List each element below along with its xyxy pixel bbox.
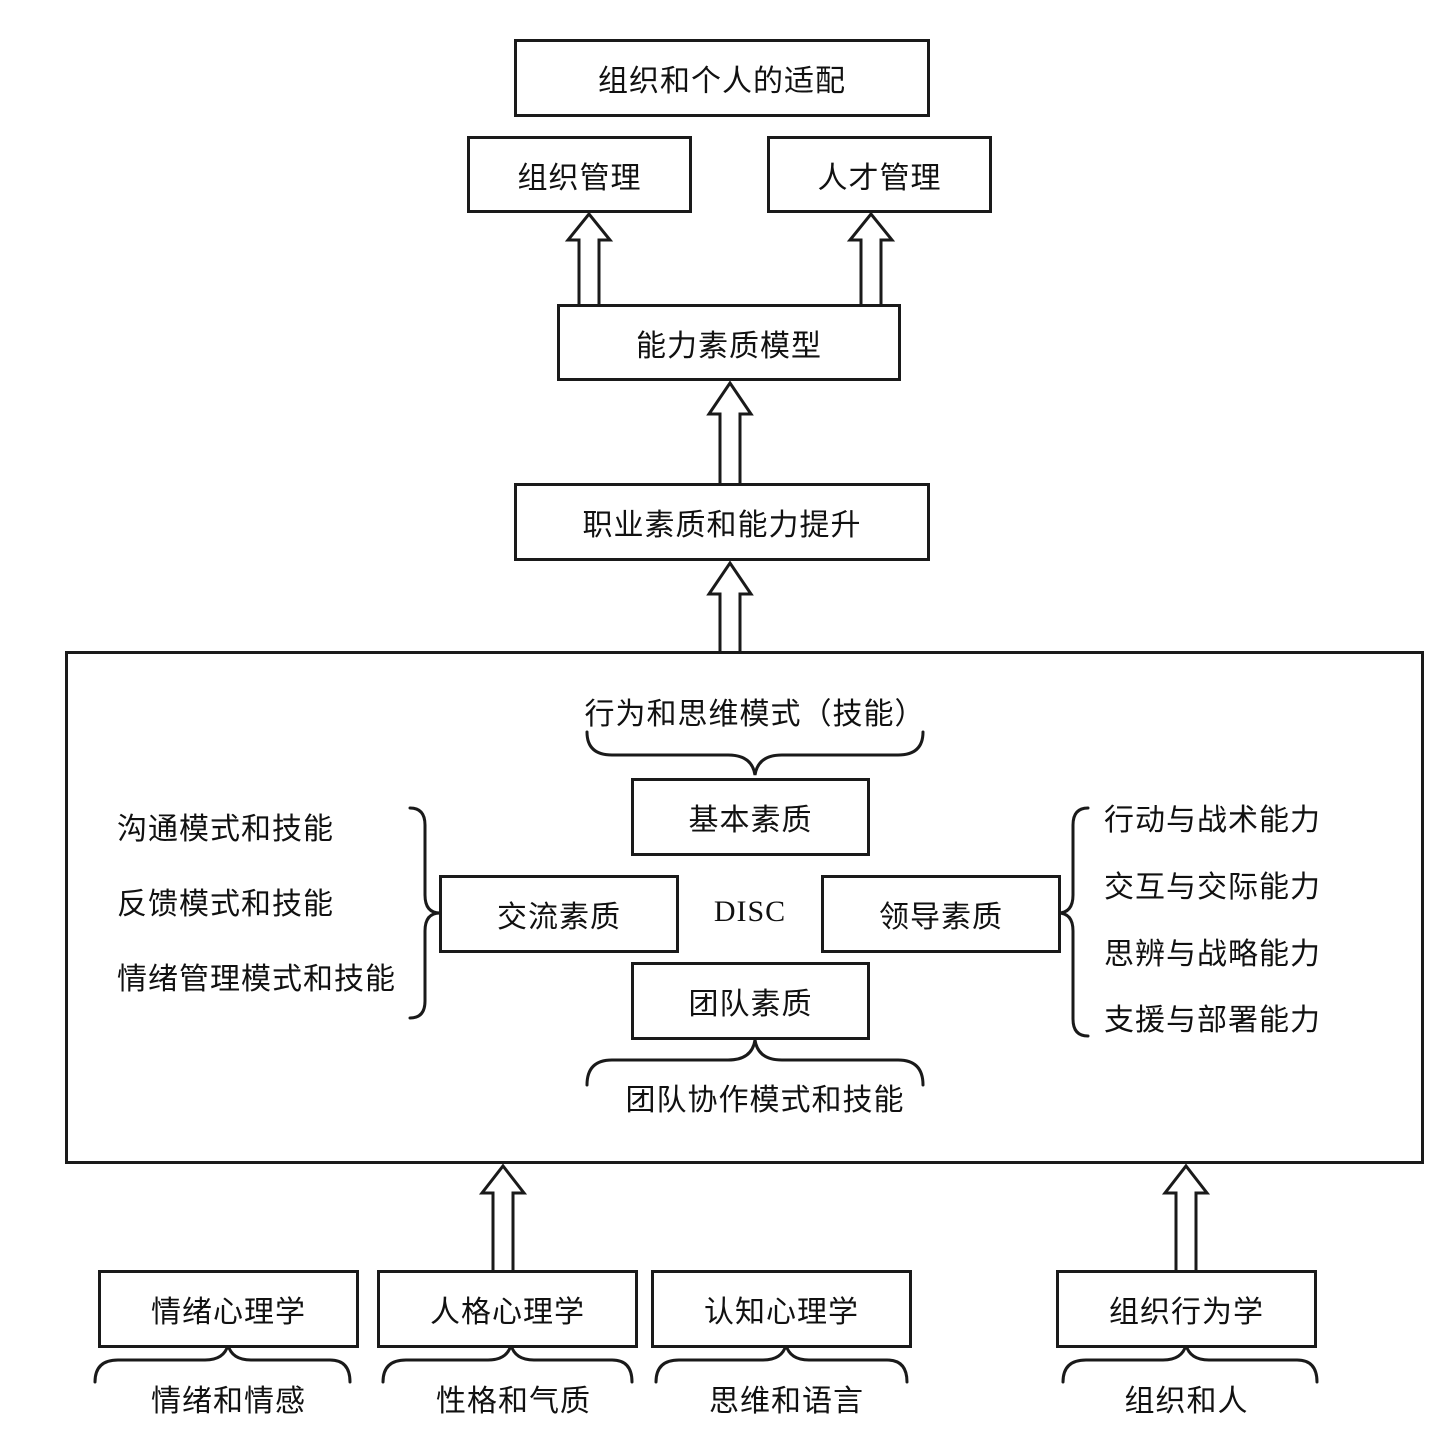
behavior-mode-label: 行为和思维模式（技能） <box>584 697 926 732</box>
right-item: 交互与交际能力 <box>1104 870 1321 905</box>
talent-mgmt-box: 人才管理 <box>767 136 992 213</box>
bottom-label: 性格和气质 <box>436 1384 591 1419</box>
arrow-to-talent-mgmt <box>846 211 896 305</box>
emotion-psychology-label: 情绪心理学 <box>151 1295 306 1330</box>
improvement-box: 职业素质和能力提升 <box>514 483 930 561</box>
bottom-label: 组织和人 <box>1124 1384 1249 1419</box>
org-behavior-box: 组织行为学 <box>1056 1270 1317 1348</box>
emotion-psychology-box: 情绪心理学 <box>98 1270 359 1348</box>
competency-model-label: 能力素质模型 <box>636 328 822 364</box>
arrow-from-org-behavior <box>1161 1163 1211 1272</box>
communication-quality-label: 交流素质 <box>497 900 621 935</box>
arrow-from-psychology <box>478 1163 528 1272</box>
org-behavior-label: 组织行为学 <box>1109 1295 1264 1330</box>
brace-cognition <box>654 1339 909 1384</box>
leadership-quality-label: 领导素质 <box>879 900 1003 935</box>
brace-teamwork <box>585 1039 925 1087</box>
communication-quality-box: 交流素质 <box>439 875 679 953</box>
brace-personality <box>381 1339 634 1384</box>
left-item: 沟通模式和技能 <box>117 812 334 847</box>
fit-label: 组织和个人的适配 <box>598 64 846 99</box>
basic-quality-box: 基本素质 <box>631 778 870 856</box>
improvement-label: 职业素质和能力提升 <box>582 508 862 543</box>
teamwork-label: 团队协作模式和技能 <box>625 1083 905 1118</box>
arrow-to-improvement <box>706 560 754 652</box>
brace-org-behavior <box>1061 1339 1319 1384</box>
right-item: 思辨与战略能力 <box>1104 937 1321 972</box>
talent-mgmt-label: 人才管理 <box>817 160 942 196</box>
arrow-to-competency-model <box>706 380 754 484</box>
core-frame <box>65 651 1424 1164</box>
leadership-quality-box: 领导素质 <box>821 875 1061 953</box>
right-item: 支援与部署能力 <box>1104 1003 1321 1038</box>
fit-box: 组织和个人的适配 <box>514 39 930 117</box>
team-quality-box: 团队素质 <box>631 962 870 1040</box>
cognitive-psychology-box: 认知心理学 <box>651 1270 912 1348</box>
personality-psychology-label: 人格心理学 <box>430 1295 585 1330</box>
cognitive-psychology-label: 认知心理学 <box>704 1295 859 1330</box>
competency-model-box: 能力素质模型 <box>557 304 901 381</box>
org-mgmt-box: 组织管理 <box>467 136 692 213</box>
bottom-label: 思维和语言 <box>709 1384 864 1419</box>
personality-psychology-box: 人格心理学 <box>377 1270 638 1348</box>
right-item: 行动与战术能力 <box>1104 803 1321 838</box>
arrow-to-org-mgmt <box>564 211 614 305</box>
disc-label: DISC <box>713 895 787 928</box>
org-mgmt-label: 组织管理 <box>517 160 642 196</box>
brace-behavior-mode <box>585 730 925 776</box>
brace-emotion <box>93 1339 352 1384</box>
left-item: 反馈模式和技能 <box>117 887 334 922</box>
basic-quality-label: 基本素质 <box>688 803 813 838</box>
team-quality-label: 团队素质 <box>688 987 813 1022</box>
left-item: 情绪管理模式和技能 <box>117 962 396 997</box>
bottom-label: 情绪和情感 <box>151 1384 306 1419</box>
